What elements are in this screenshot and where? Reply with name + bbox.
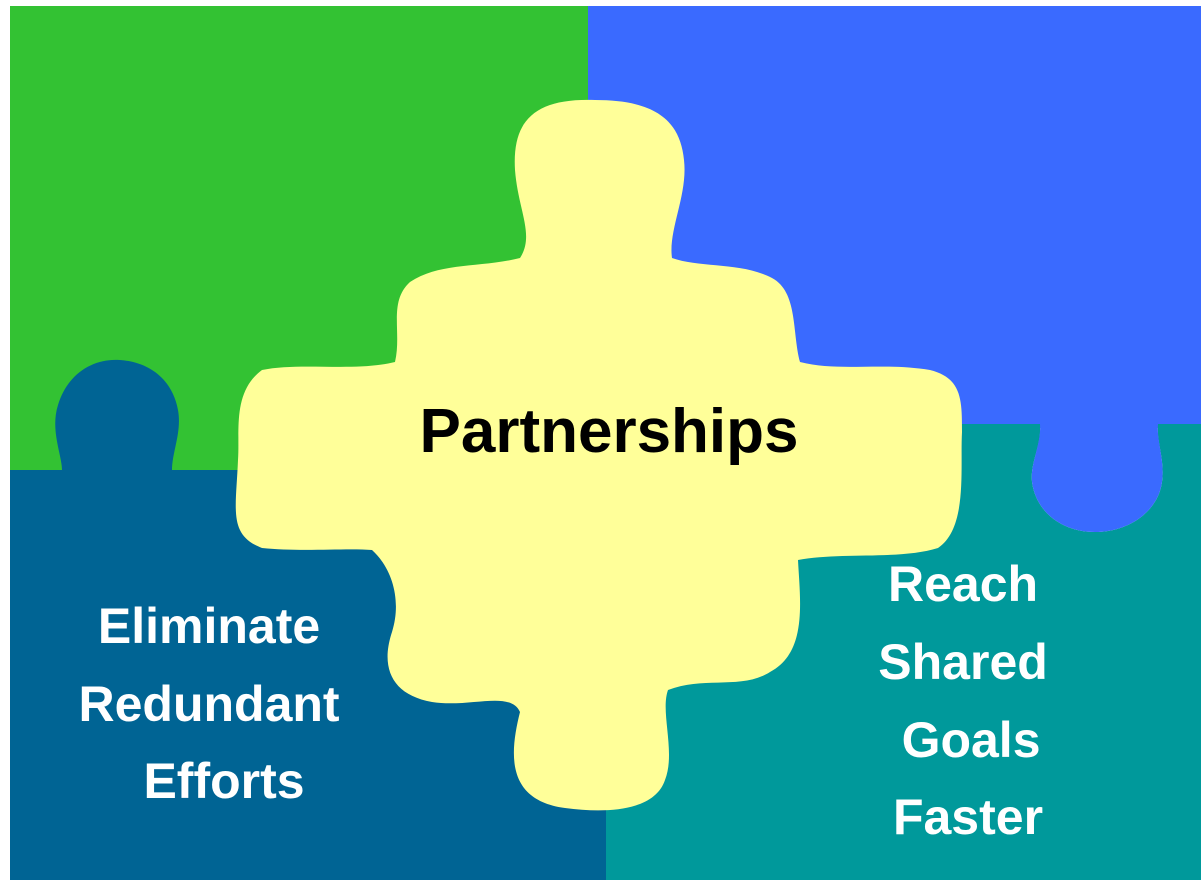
left-line: Redundant — [79, 676, 340, 732]
right-line: Faster — [893, 789, 1043, 845]
right-line: Goals — [902, 712, 1041, 768]
blue-tab — [1031, 420, 1163, 532]
left-line: Eliminate — [98, 598, 320, 654]
right-line: Reach — [888, 556, 1038, 612]
left-line: Efforts — [143, 753, 304, 809]
right-text-block: Reach Shared Goals Faster — [878, 556, 1061, 845]
center-title: Partnerships — [419, 397, 798, 466]
left-text-block: Eliminate Redundant Efforts — [79, 598, 354, 809]
right-line: Shared — [878, 634, 1048, 690]
center-piece — [235, 99, 962, 811]
